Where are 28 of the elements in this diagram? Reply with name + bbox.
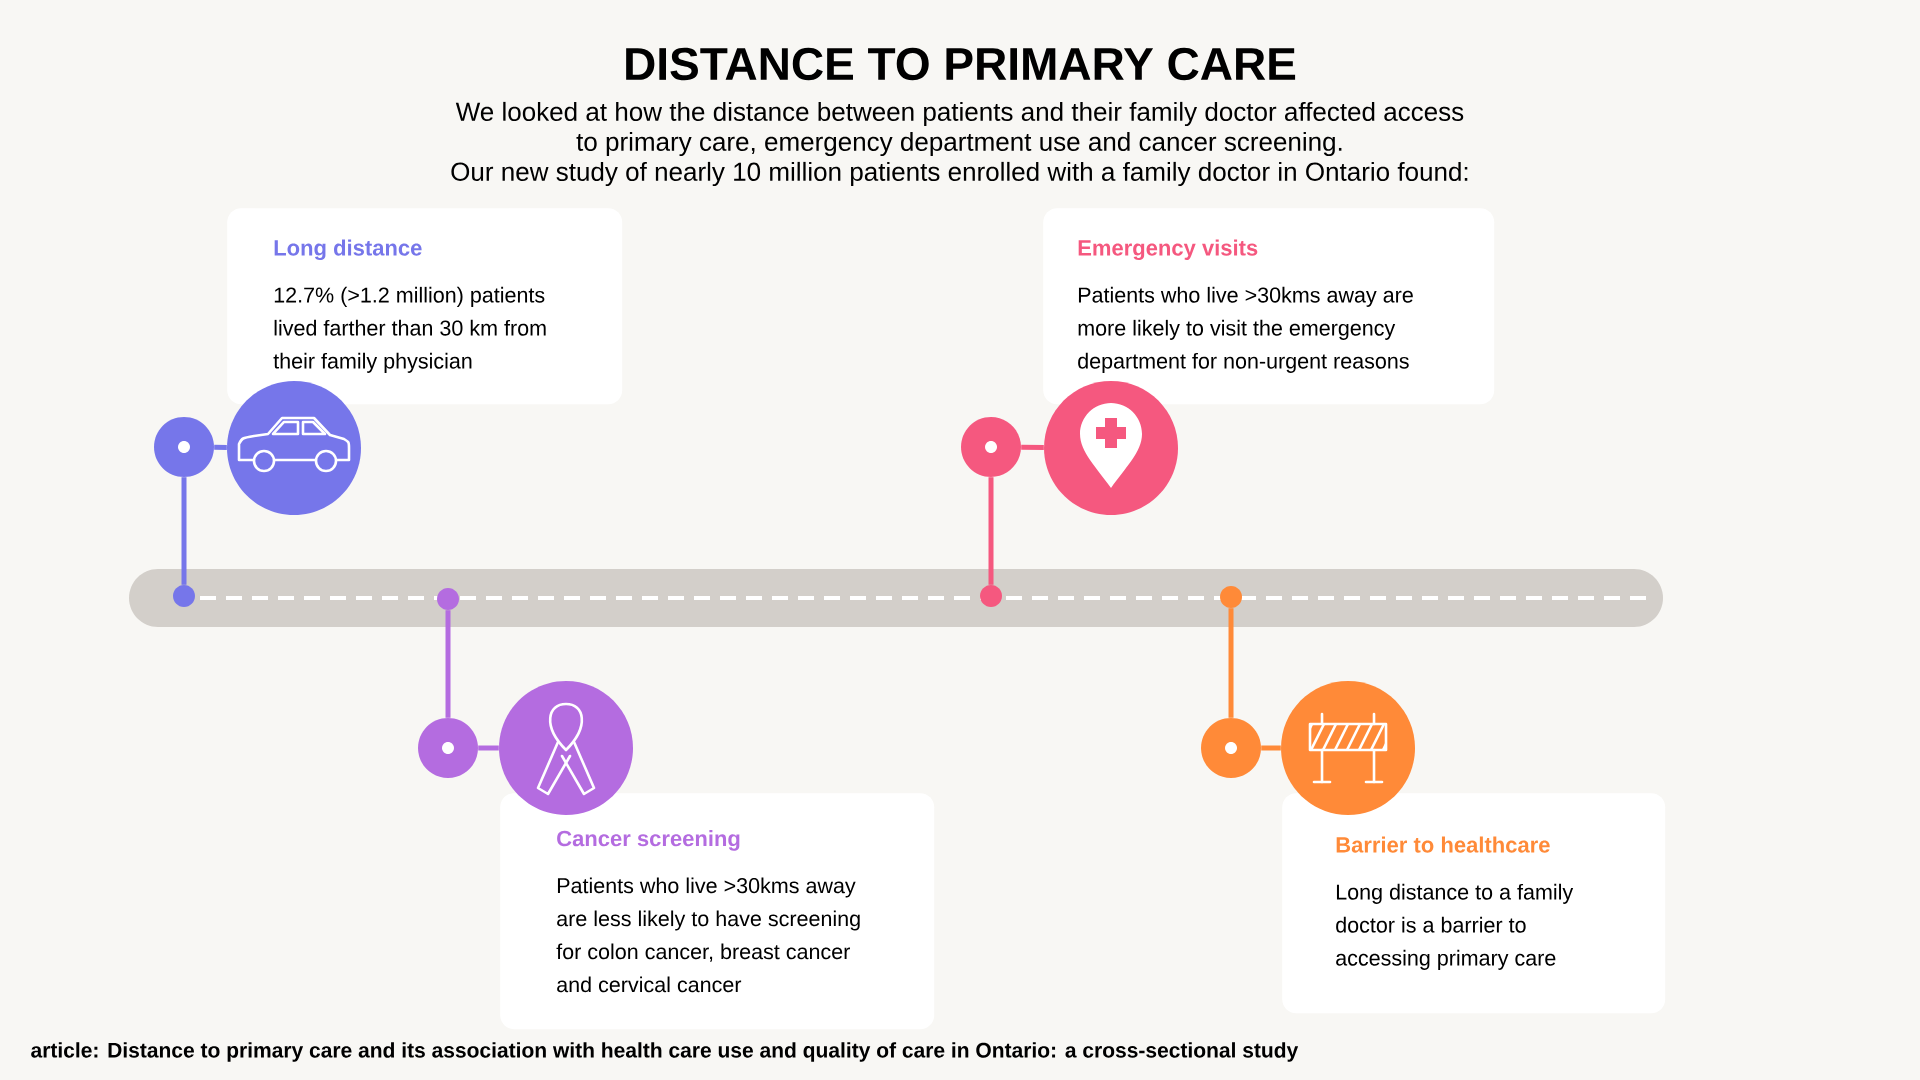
connector-dot xyxy=(961,417,1021,477)
connector-line xyxy=(181,477,187,585)
text-card: Cancer screening Patients who live >30kms away are less likely to have screening for colon cancer, breast cancer and cervical cancer xyxy=(500,793,935,1030)
connector-dot xyxy=(1201,718,1261,778)
connector-dot xyxy=(154,417,214,477)
connector-line xyxy=(445,610,451,718)
connector-line xyxy=(478,745,499,751)
subtitle: Our new study of nearly 10 million patients enrolled with a family doctor in Ontario found: xyxy=(451,161,1468,187)
connector-line xyxy=(1228,608,1234,718)
timeline-dot xyxy=(437,588,459,610)
ribbon-icon xyxy=(499,681,633,815)
timeline-dot xyxy=(1220,586,1242,608)
connector-line xyxy=(214,444,227,450)
pin-icon xyxy=(1044,381,1178,515)
timeline-dot xyxy=(173,585,195,607)
connector-dot xyxy=(418,718,478,778)
citation: article: Distance to primary care and its association with health care use and quality of care in Ontario: a cross-sectional study xyxy=(31,1042,1299,1062)
connector-line xyxy=(1021,444,1044,450)
text-card: Long distance 12.7% (>1.2 million) patients lived farther than 30 km from their family physician xyxy=(227,208,623,405)
subtitle: We looked at how the distance between patients and their family doctor affected access to primary care, emergency department use and cancer screening. xyxy=(455,101,1464,157)
connector-line xyxy=(988,477,994,585)
barrier-icon xyxy=(1281,681,1415,815)
timeline-dot xyxy=(980,585,1002,607)
title: DISTANCE TO PRIMARY CARE xyxy=(626,47,1296,81)
text-card: Barrier to healthcare Long distance to a family doctor is a barrier to accessing primary care xyxy=(1282,793,1666,1014)
text-card: Emergency visits Patients who live >30kms away are more likely to visit the emergency department for non-urgent reasons xyxy=(1043,208,1495,405)
connector-line xyxy=(1261,745,1281,751)
car-icon xyxy=(227,381,361,515)
